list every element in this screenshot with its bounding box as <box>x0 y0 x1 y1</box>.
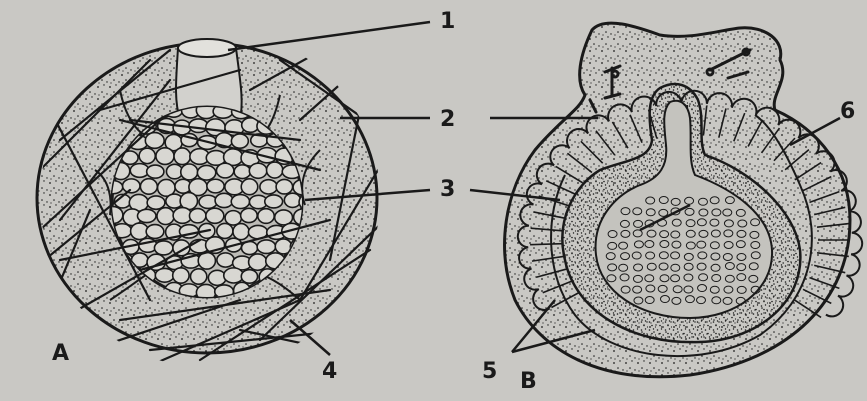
cell <box>146 225 164 239</box>
cell <box>208 270 226 285</box>
panel-a-drawing <box>20 39 390 370</box>
cell <box>190 269 206 284</box>
cell <box>241 179 258 195</box>
cell <box>249 254 267 270</box>
label-3: 3 <box>440 177 455 202</box>
cell <box>217 223 233 238</box>
cell <box>207 179 224 193</box>
cell <box>197 165 215 180</box>
cell <box>189 119 208 133</box>
cell <box>154 241 172 255</box>
cell <box>140 179 157 195</box>
label-2: 2 <box>440 107 455 132</box>
cell <box>231 134 248 148</box>
cell <box>225 211 241 225</box>
cell <box>147 196 165 209</box>
label-5: 5 <box>482 359 497 384</box>
cell <box>231 195 249 209</box>
cell <box>189 209 205 223</box>
cell <box>156 148 174 165</box>
cell <box>265 195 283 208</box>
column-wall <box>530 244 562 245</box>
cell <box>216 163 233 178</box>
leader-4 <box>290 320 330 355</box>
cell <box>157 208 174 225</box>
cell <box>181 164 198 180</box>
cell <box>267 162 283 178</box>
cell <box>217 253 234 267</box>
cell <box>215 193 233 207</box>
leader-1 <box>228 22 430 50</box>
cell <box>276 179 292 194</box>
cell <box>241 270 257 283</box>
label-6: 6 <box>840 99 855 124</box>
cell <box>173 268 189 283</box>
cell <box>145 133 164 149</box>
cell <box>123 179 140 193</box>
cell <box>257 240 275 253</box>
panel-label-a: A <box>52 341 69 366</box>
cell <box>241 208 258 222</box>
cell <box>284 193 300 207</box>
cell <box>206 208 224 223</box>
panel-label-b: B <box>520 369 537 394</box>
cell <box>234 165 250 179</box>
cell <box>137 209 155 222</box>
cell <box>233 224 249 240</box>
cell <box>155 268 174 282</box>
cell <box>174 148 190 165</box>
cell <box>139 148 155 163</box>
cell <box>260 180 277 194</box>
cell <box>224 268 244 283</box>
cell <box>249 163 267 178</box>
label-4: 4 <box>322 359 337 384</box>
label-1: 1 <box>440 9 455 34</box>
cell <box>258 209 274 224</box>
cell <box>147 165 164 178</box>
